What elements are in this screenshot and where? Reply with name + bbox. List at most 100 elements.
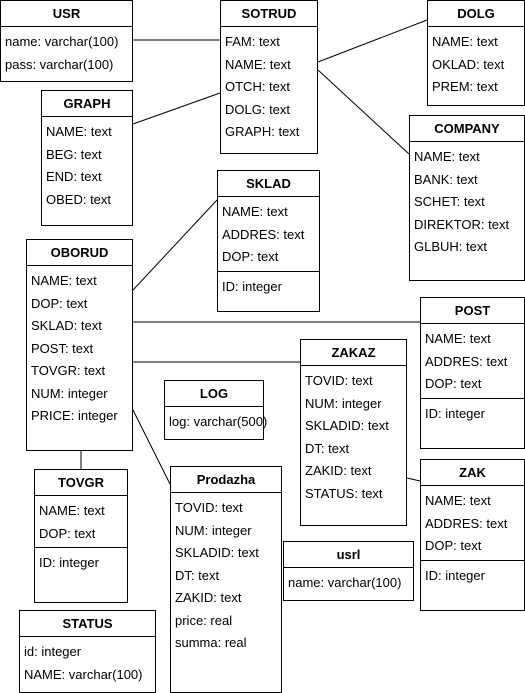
entity-title: SOTRUD	[221, 1, 317, 27]
entity-title: ZAKAZ	[301, 340, 406, 366]
attribute: OBED: text	[46, 191, 112, 207]
attribute: TOVID: text	[305, 373, 373, 388]
key-list: ID: integer	[218, 270, 319, 301]
attribute: DOP: text	[425, 538, 482, 553]
attribute: NAME: text	[425, 331, 491, 346]
attribute-list: log: varchar(500)	[165, 407, 267, 436]
attribute: SKLAD: text	[31, 318, 102, 333]
attribute: ADDRES: text	[222, 226, 305, 242]
attribute: END: text	[46, 169, 102, 184]
key-attribute: ID: integer	[425, 405, 485, 421]
attribute: DOP: text	[425, 376, 482, 391]
attribute: GRAPH: text	[225, 124, 300, 139]
attribute: DT: text	[175, 567, 220, 583]
attribute: DOP: text	[31, 295, 88, 311]
entity-title: ZAK	[421, 460, 524, 486]
attribute: ADDRES: text	[425, 353, 508, 369]
attribute: NAME: varchar(100)	[24, 666, 143, 682]
entity-title: STATUS	[20, 611, 155, 637]
entity-title: TOVGR	[35, 470, 127, 496]
attribute: NAME: text	[432, 34, 498, 49]
connector-zakaz-zak	[406, 477, 421, 482]
attribute: NUM: integer	[305, 395, 382, 411]
attribute: BANK: text	[414, 171, 478, 187]
attribute: PRICE: integer	[31, 408, 118, 423]
attribute: DT: text	[305, 440, 350, 456]
attribute: SKLADID: text	[175, 545, 259, 560]
attribute: NAME: text	[225, 56, 291, 72]
attribute: price: real	[175, 612, 233, 628]
attribute: STATUS: text	[305, 485, 383, 501]
attribute: DOLG: text	[225, 101, 291, 117]
attribute: ZAKID: text	[175, 590, 242, 605]
attribute: ADDRES: text	[425, 515, 508, 531]
entity-title: SKLAD	[218, 171, 319, 197]
connector-graph-sotrud	[132, 92, 221, 125]
attribute: FAM: text	[225, 34, 280, 49]
entity-title: usrl	[284, 542, 413, 568]
attribute: TOVID: text	[175, 500, 243, 515]
key-attribute: ID: integer	[425, 567, 485, 583]
attribute: name: varchar(100)	[5, 34, 119, 49]
entity-title: LOG	[165, 381, 263, 407]
attribute: NAME: text	[31, 273, 97, 288]
entity-title: OBORUD	[27, 240, 132, 266]
key-attribute: ID: integer	[39, 555, 99, 570]
connector-sotrud-company	[317, 69, 410, 155]
attribute: pass: varchar(100)	[5, 56, 114, 72]
attribute: BEG: text	[46, 146, 102, 162]
key-attribute: ID: integer	[222, 278, 282, 294]
attribute: NUM: integer	[175, 522, 252, 538]
attribute: OKLAD: text	[432, 56, 505, 72]
attribute: NAME: text	[39, 503, 105, 518]
attribute: NAME: text	[425, 493, 491, 508]
attribute: SCHET: text	[414, 194, 485, 209]
attribute: DIREKTOR: text	[414, 216, 510, 232]
entity-title: DOLG	[428, 1, 524, 27]
key-list: ID: integer	[421, 397, 524, 428]
entity-title: POST	[421, 298, 524, 324]
attribute: OTCH: text	[225, 79, 291, 94]
attribute: id: integer	[24, 644, 82, 659]
attribute: TOVGR: text	[31, 363, 106, 378]
attribute: SKLADID: text	[305, 418, 389, 433]
attribute: GLBUH: text	[414, 239, 487, 254]
key-list: ID: integer	[35, 547, 127, 577]
attribute: DOP: text	[39, 525, 96, 541]
connector-oborud-sklad	[132, 199, 218, 291]
connector-sotrud-dolg	[317, 19, 428, 63]
key-list: ID: integer	[421, 559, 524, 590]
attribute-list: name: varchar(100) pass: varchar(100)	[1, 27, 132, 78]
attribute: NAME: text	[414, 149, 480, 164]
attribute: DOP: text	[222, 249, 279, 264]
entity-title: Prodazha	[171, 467, 281, 493]
entity-title: GRAPH	[42, 91, 132, 117]
attribute: POST: text	[31, 340, 94, 356]
